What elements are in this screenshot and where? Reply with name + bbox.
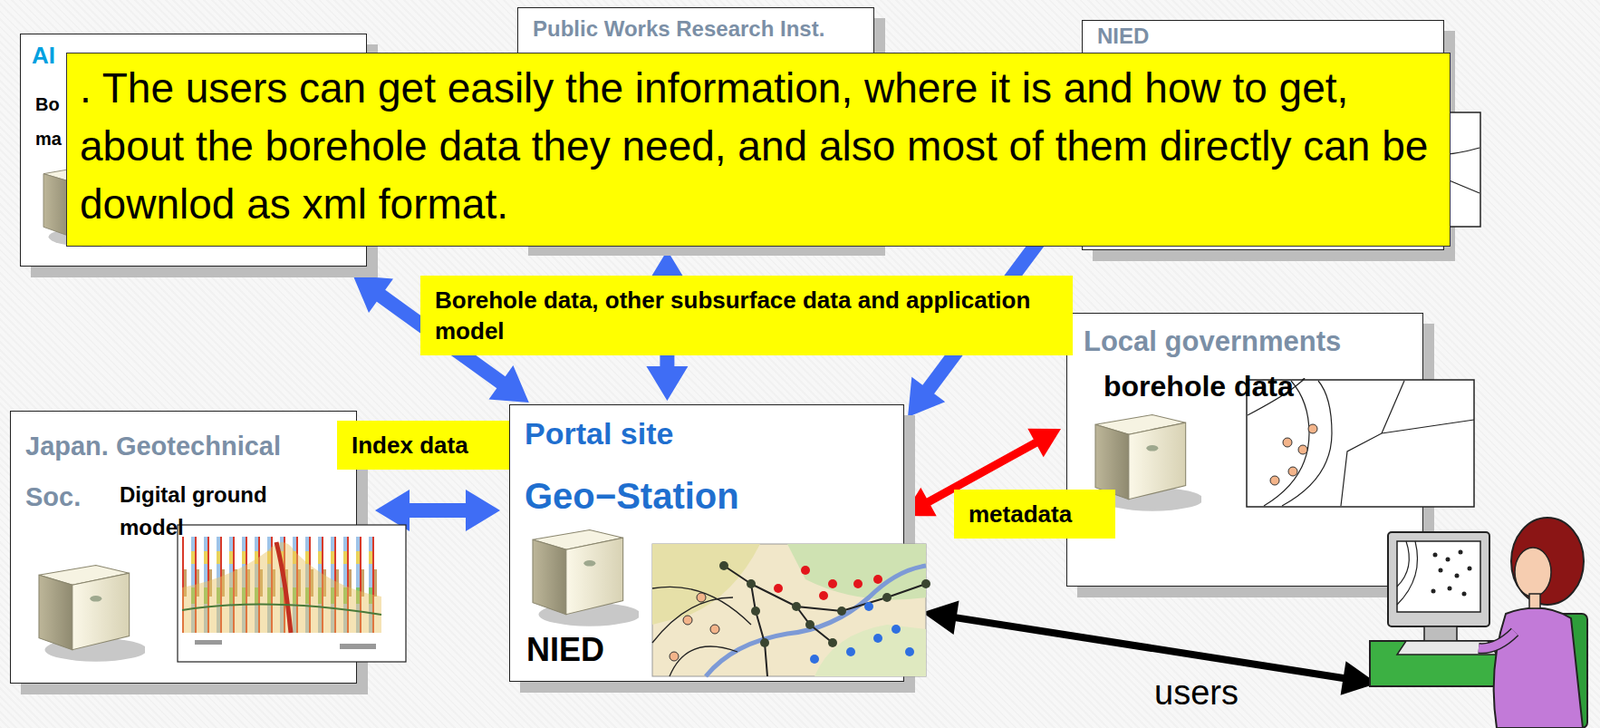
organization-box: Japan. Geotechnical Soc.Digital ground m… — [9, 410, 357, 684]
organization-box: Local governments borehole data — [1066, 312, 1424, 587]
text-slot: NIED — [526, 629, 636, 670]
text-slot: Geo−Station — [524, 473, 797, 518]
box-heading: Public Works Research Inst. — [532, 15, 859, 43]
user-node: users — [1141, 504, 1600, 728]
box-text: Geo−Station — [524, 473, 797, 518]
text-slot: Public Works Research Inst. — [532, 15, 859, 43]
callout-box: . The users can get easily the informati… — [66, 52, 1451, 247]
connector-arrow — [375, 489, 501, 531]
box-heading: Japan. Geotechnical Soc. — [25, 420, 325, 522]
text-slot: Bo ma — [35, 86, 67, 156]
text-slot: NIED — [1097, 22, 1206, 50]
text-slot: users — [1154, 671, 1282, 714]
text-slot: Digital ground model — [119, 478, 301, 544]
edge-label: metadata — [954, 489, 1116, 539]
box-text: Bo ma — [35, 86, 67, 156]
box-heading: NIED — [1097, 22, 1206, 50]
edge-label: Borehole data, other subsurface data and… — [420, 275, 1073, 356]
box-text: NIED — [526, 629, 636, 670]
box-text: Digital ground model — [119, 478, 301, 544]
box-heading: users — [1154, 671, 1282, 714]
text-slot: Japan. Geotechnical Soc. — [25, 420, 325, 522]
text-slot: Local governments — [1083, 324, 1410, 359]
box-text: borehole data — [1103, 367, 1376, 405]
user-at-computer — [1369, 504, 1599, 728]
box-heading: Portal site — [524, 414, 761, 453]
portal-map — [651, 542, 927, 677]
organization-box: Portal siteGeo−StationNIED — [509, 404, 905, 682]
server-icon — [520, 511, 639, 630]
text-slot: Portal site — [524, 414, 761, 453]
ground-cross-section — [176, 523, 407, 663]
edge-label: Index data — [337, 420, 510, 470]
text-slot: . The users can get easily the informati… — [79, 58, 1436, 233]
server-icon — [27, 547, 145, 666]
text-slot: borehole data — [1103, 367, 1376, 405]
box-heading: . The users can get easily the informati… — [79, 58, 1436, 233]
box-heading: Local governments — [1083, 324, 1410, 359]
connector-arrow — [922, 600, 1378, 695]
